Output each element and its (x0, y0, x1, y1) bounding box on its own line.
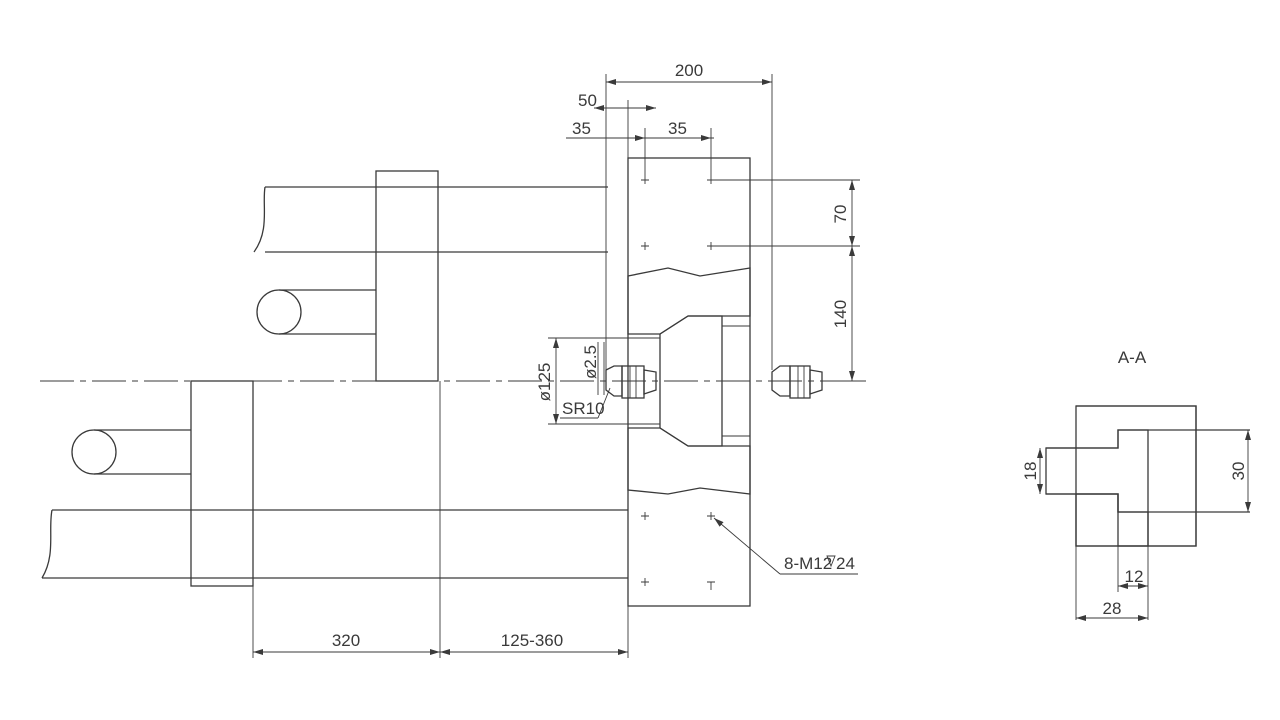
dimension-200: 200 (605, 61, 773, 380)
nozzle-left (605, 365, 657, 399)
svg-text:ø2.5: ø2.5 (581, 345, 600, 379)
svg-text:28: 28 (1103, 599, 1122, 618)
svg-text:ø125: ø125 (535, 363, 554, 402)
dimension-35: 35 35 (566, 119, 714, 176)
svg-text:320: 320 (332, 631, 360, 650)
dimension-320: 320 (253, 631, 440, 655)
dimension-125: ø125 (535, 337, 660, 425)
dimension-125-360: 125-360 (440, 631, 628, 655)
svg-text:24: 24 (836, 554, 855, 573)
lower-tie-bars (41, 509, 628, 579)
svg-text:200: 200 (675, 61, 703, 80)
dimension-50: 50 (578, 91, 656, 158)
svg-text:30: 30 (1229, 462, 1248, 481)
dimension-2-5: ø2.5 (581, 342, 605, 395)
label-thread-callout: 8-M12 24 (713, 517, 858, 575)
svg-text:SR10: SR10 (562, 399, 605, 418)
svg-text:35: 35 (668, 119, 687, 138)
svg-text:A-A: A-A (1118, 348, 1147, 367)
svg-text:70: 70 (831, 205, 850, 224)
svg-text:8-M12: 8-M12 (784, 554, 832, 573)
svg-text:125-360: 125-360 (501, 631, 563, 650)
section-a-a: A-A 18 30 12 28 (1021, 348, 1251, 621)
upper-tie-bars (253, 186, 608, 253)
upper-small-rod (256, 289, 376, 335)
upper-platen (375, 170, 439, 382)
label-sr10: SR10 (560, 387, 611, 419)
svg-text:140: 140 (831, 300, 850, 328)
svg-text:35: 35 (572, 119, 591, 138)
mould-plate (627, 157, 751, 607)
nozzle-right (771, 365, 823, 399)
lower-platen (190, 380, 254, 587)
svg-text:18: 18 (1021, 462, 1040, 481)
bolt-holes (641, 176, 715, 590)
dimension-vertical-right: 70 140 (711, 179, 860, 382)
svg-text:12: 12 (1125, 567, 1144, 586)
lower-small-rod (71, 429, 191, 475)
svg-text:50: 50 (578, 91, 597, 110)
